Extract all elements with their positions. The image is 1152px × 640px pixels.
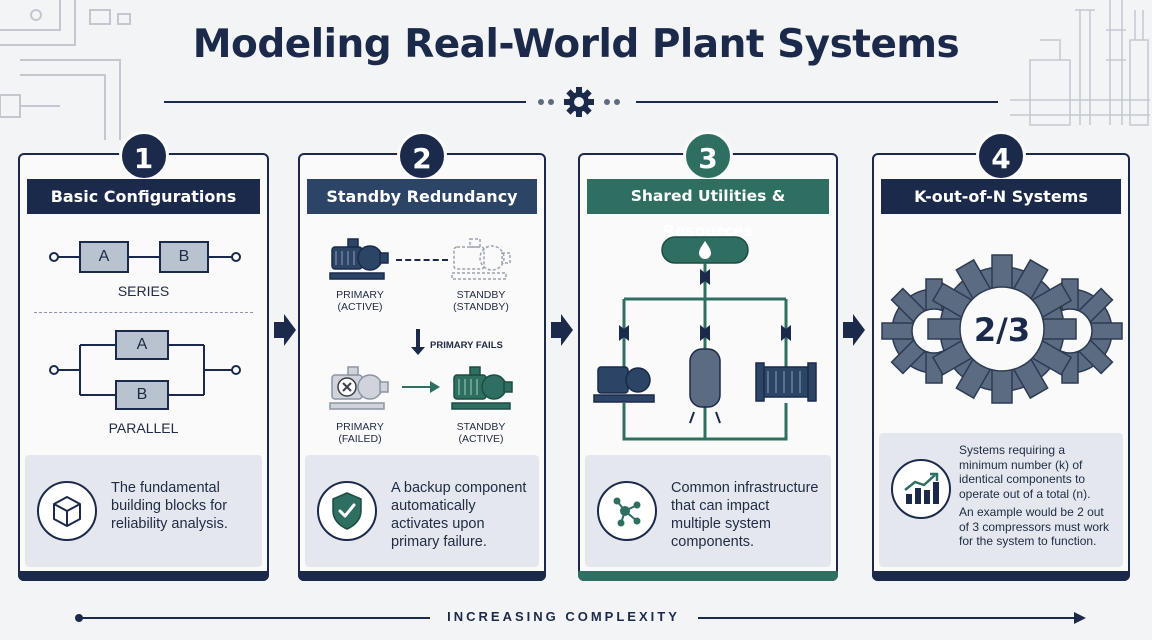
step-description: Systems requiring a minimum number (k) o… bbox=[959, 443, 1117, 549]
pump-standby-icon bbox=[451, 238, 511, 280]
step-card-4: 4 K-out-of-N Systems 2/3 bbox=[872, 131, 1130, 581]
series-block-b: B bbox=[178, 248, 190, 265]
footer-arrow-icon bbox=[1074, 612, 1086, 624]
step-description-box: Systems requiring a minimum number (k) o… bbox=[879, 433, 1123, 567]
step-card-2: 2 Standby Redundancy PRIMARY (ACTIVE) ST… bbox=[298, 131, 546, 581]
next-arrow-icon bbox=[551, 314, 573, 346]
standby-active-label: STANDBY (ACTIVE) bbox=[456, 421, 506, 445]
pipes-decoration bbox=[0, 0, 131, 140]
shield-check-icon bbox=[317, 481, 377, 541]
card-bottom-bar bbox=[578, 571, 838, 581]
step-heading: K-out-of-N Systems bbox=[881, 179, 1121, 214]
page-title: Modeling Real-World Plant Systems bbox=[192, 22, 960, 67]
step-description-box: A backup component automatically activat… bbox=[305, 455, 539, 567]
parallel-block-b: B bbox=[136, 386, 148, 403]
primary-failed-label: PRIMARY (FAILED) bbox=[336, 421, 384, 445]
step-heading: Standby Redundancy bbox=[307, 179, 537, 214]
parallel-label: PARALLEL bbox=[108, 420, 179, 436]
gears-icon bbox=[881, 254, 1123, 404]
pump-primary-active-icon bbox=[329, 238, 389, 280]
shared-utility-diagram bbox=[593, 236, 817, 441]
footer-line-right bbox=[698, 617, 1076, 619]
step-number-badge: 1 bbox=[118, 131, 169, 181]
title-rule-left bbox=[164, 101, 526, 103]
step-number-badge: 3 bbox=[683, 131, 733, 181]
card-bottom-bar bbox=[18, 571, 269, 581]
card-bottom-bar bbox=[298, 571, 546, 581]
series-block-a: A bbox=[98, 248, 110, 265]
step-number-badge: 4 bbox=[976, 131, 1026, 181]
step-card-3: 3 Shared Utilities & Resources Common in… bbox=[578, 131, 838, 581]
step-number-badge: 2 bbox=[397, 131, 447, 181]
step-heading: Shared Utilities & Resources bbox=[587, 179, 829, 240]
step-description-box: Common infrastructure that can impact mu… bbox=[585, 455, 831, 567]
refinery-decoration bbox=[1010, 0, 1150, 126]
footer-start-dot bbox=[75, 614, 83, 622]
series-label: SERIES bbox=[117, 283, 170, 299]
network-icon bbox=[597, 481, 657, 541]
series-diagram bbox=[49, 241, 241, 273]
step-description: The fundamental building blocks for reli… bbox=[111, 480, 228, 532]
transition-label: PRIMARY FAILS bbox=[430, 340, 503, 351]
description-part-2: An example would be 2 out of 3 compresso… bbox=[959, 505, 1110, 548]
footer-line-left bbox=[82, 617, 430, 619]
step-card-1: 1 Basic Configurations A B SERIES A B PA… bbox=[18, 131, 269, 581]
gear-icon bbox=[538, 87, 620, 117]
down-arrow-icon bbox=[411, 329, 425, 355]
next-arrow-icon bbox=[843, 314, 865, 346]
pump-standby-active-icon bbox=[451, 366, 513, 410]
parallel-diagram bbox=[49, 330, 241, 410]
ratio-label: 2/3 bbox=[973, 311, 1031, 349]
standby-standby-label: STANDBY (STANDBY) bbox=[453, 289, 509, 313]
step-heading: Basic Configurations bbox=[27, 179, 260, 214]
description-part-1: Systems requiring a minimum number (k) o… bbox=[959, 443, 1091, 501]
parallel-block-a: A bbox=[136, 336, 148, 353]
section-divider bbox=[34, 312, 253, 313]
step-description-box: The fundamental building blocks for reli… bbox=[25, 455, 262, 567]
footer-label: INCREASING COMPLEXITY bbox=[447, 609, 680, 624]
activate-arrow-icon bbox=[402, 381, 440, 393]
next-arrow-icon bbox=[274, 314, 296, 346]
card-bottom-bar bbox=[872, 571, 1130, 581]
cube-icon bbox=[37, 481, 97, 541]
step-description: Common infrastructure that can impact mu… bbox=[671, 480, 819, 550]
title-rule-right bbox=[636, 101, 998, 103]
pump-primary-failed-icon bbox=[329, 366, 389, 410]
step-description: A backup component automatically activat… bbox=[391, 480, 527, 550]
primary-active-label: PRIMARY (ACTIVE) bbox=[336, 289, 384, 313]
standby-link-line bbox=[396, 259, 448, 261]
growth-chart-icon bbox=[891, 459, 951, 519]
